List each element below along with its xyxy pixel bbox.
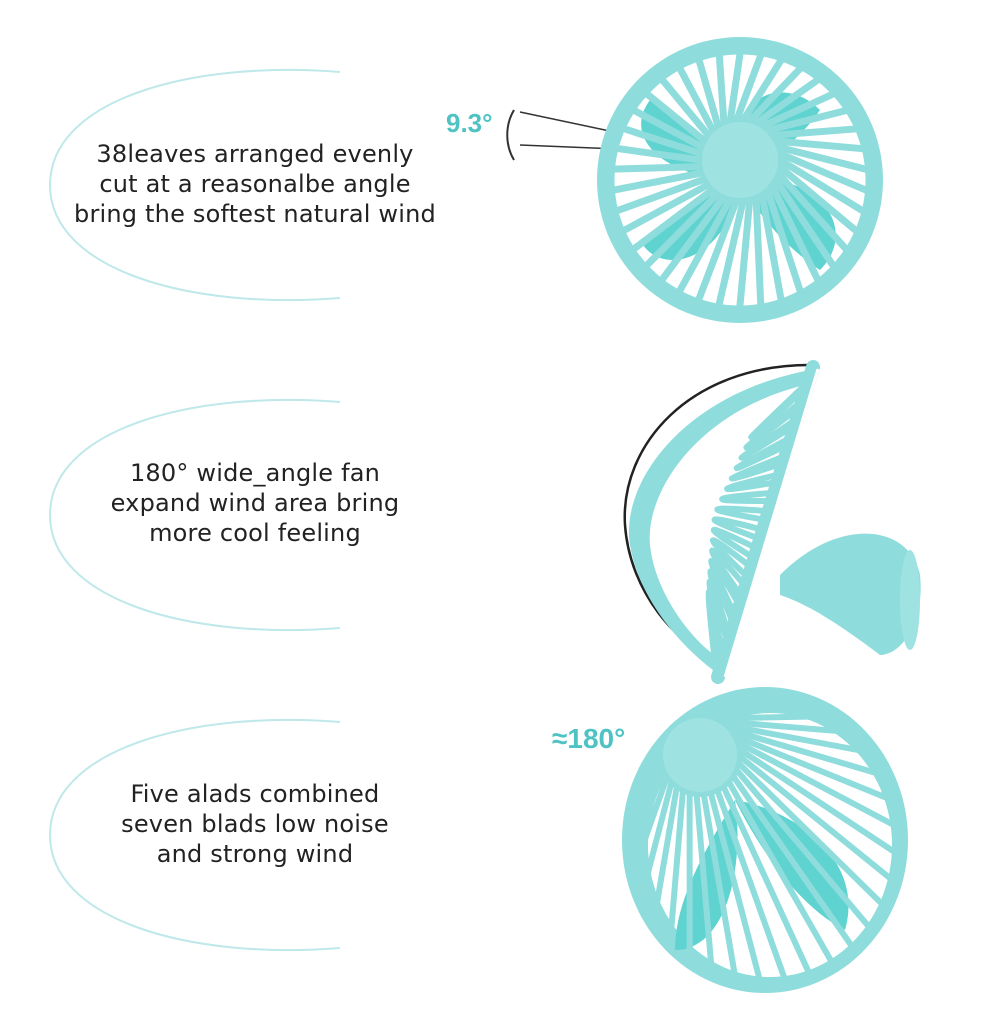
- caption-line: expand wind area bring: [60, 488, 450, 518]
- caption-line: 180° wide_angle fan: [60, 458, 450, 488]
- feature-section-leaves: 38leaves arranged evenly cut at a reason…: [0, 0, 1000, 330]
- caption-blades: Five alads combined seven blads low nois…: [60, 779, 450, 869]
- feature-section-wide-angle: 180° wide_angle fan expand wind area bri…: [0, 340, 1000, 670]
- caption-line: Five alads combined: [60, 779, 450, 809]
- caption-line: 38leaves arranged evenly: [60, 139, 450, 169]
- caption-line: bring the softest natural wind: [60, 199, 450, 229]
- caption-line: cut at a reasonalbe angle: [60, 169, 450, 199]
- feature-section-blades: Five alads combined seven blads low nois…: [0, 680, 1000, 1010]
- caption-line: and strong wind: [60, 839, 450, 869]
- caption-line: seven blads low noise: [60, 809, 450, 839]
- fan-front-view-image: [580, 40, 900, 330]
- caption-leaves: 38leaves arranged evenly cut at a reason…: [60, 139, 450, 229]
- caption-wide-angle: 180° wide_angle fan expand wind area bri…: [60, 458, 450, 548]
- angle-callout-9-3: 9.3°: [446, 108, 493, 139]
- fan-side-view-image: [610, 355, 930, 675]
- caption-line: more cool feeling: [60, 518, 450, 548]
- fan-angled-view-image: [615, 680, 905, 990]
